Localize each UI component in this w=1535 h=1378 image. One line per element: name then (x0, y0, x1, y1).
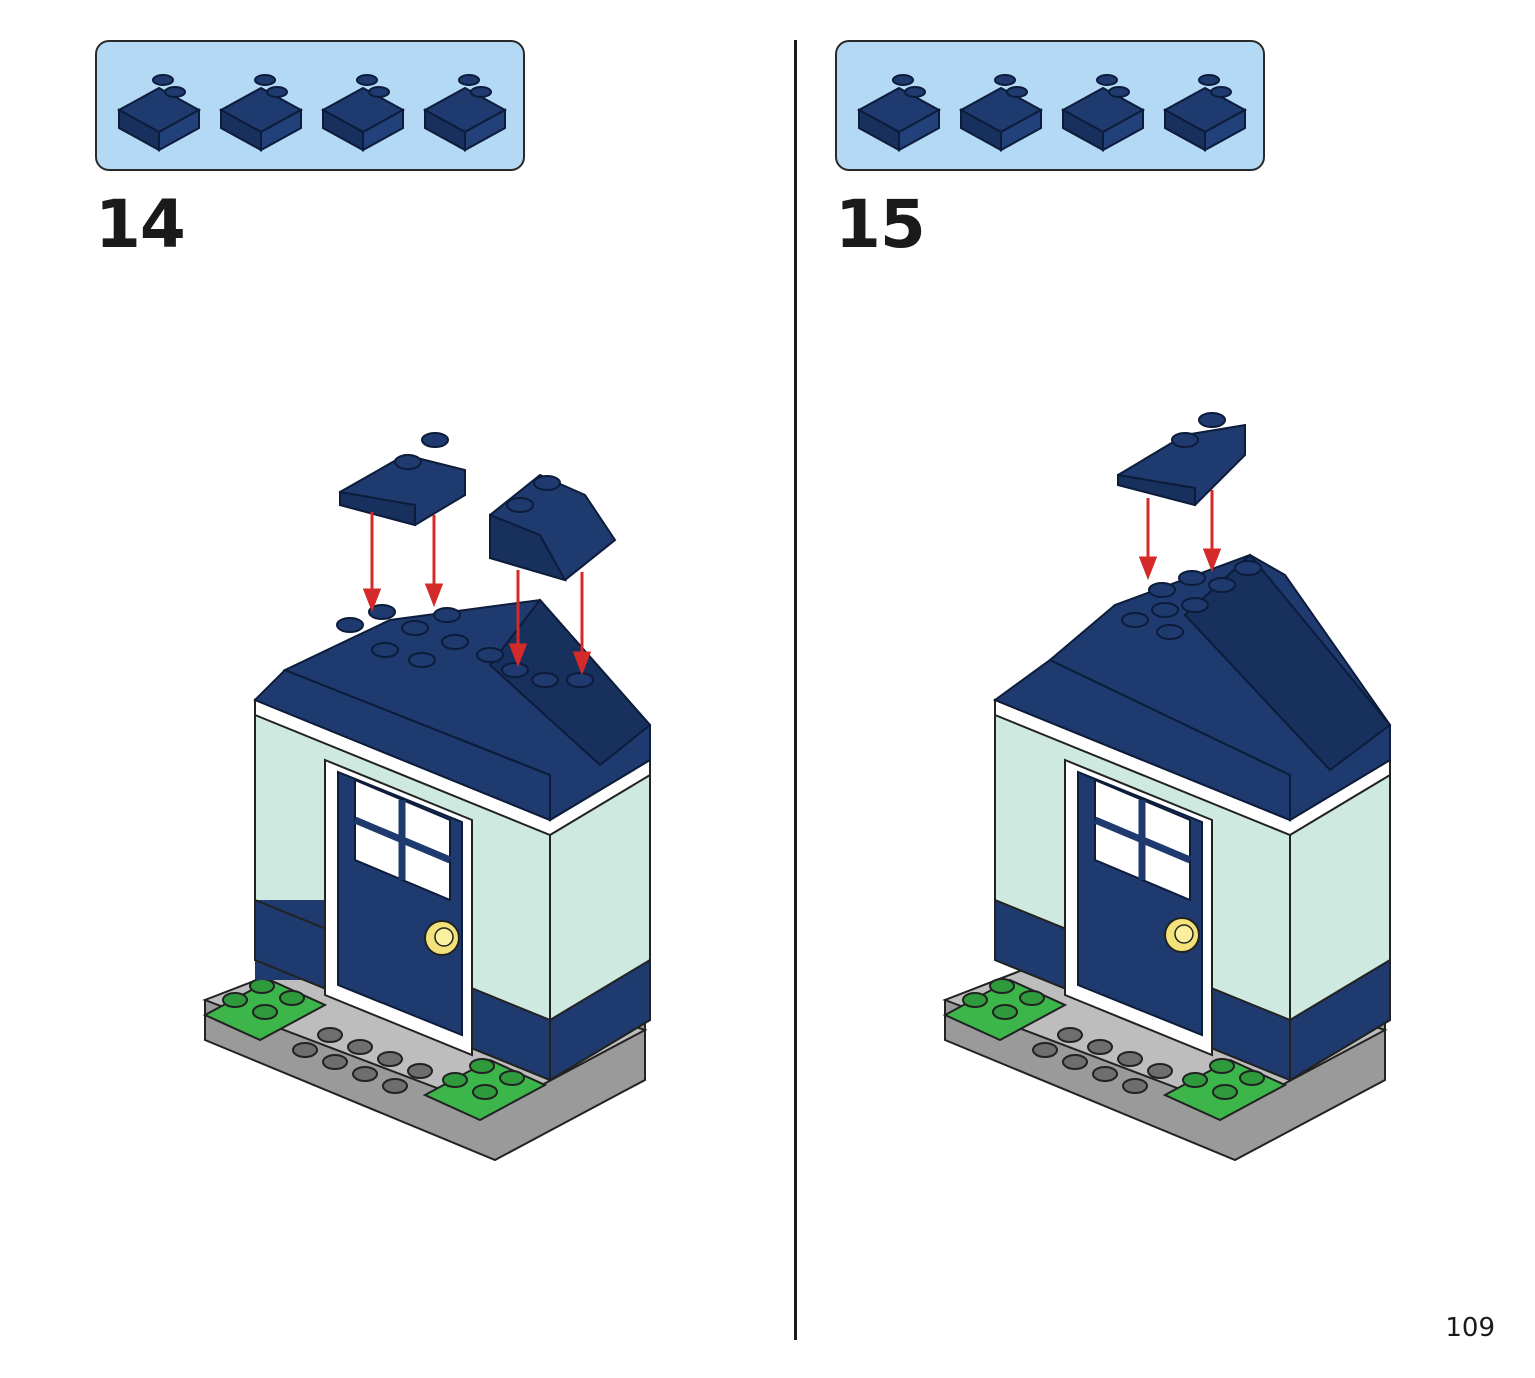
slope-brick-icon (1162, 74, 1248, 152)
slope-brick-icon (339, 432, 466, 527)
parts-list (856, 74, 1248, 152)
slope-brick-icon (856, 74, 942, 152)
slope-brick-icon (116, 74, 202, 152)
slope-brick-icon (320, 74, 406, 152)
placement-arrows (1138, 490, 1222, 581)
step-number-15: 15 (835, 186, 926, 263)
parts-list (116, 74, 508, 152)
house-illustration-step-15 (942, 412, 1392, 1162)
slope-brick-icon (218, 74, 304, 152)
parts-callout-step-14 (95, 40, 525, 171)
page-number: 109 (1445, 1313, 1495, 1343)
slope-brick-icon (422, 74, 508, 152)
page-divider (794, 40, 797, 1340)
placement-arrows (362, 512, 592, 676)
house-illustration-step-14 (202, 432, 652, 1162)
slope-brick-icon (489, 473, 617, 582)
step-number-14: 14 (95, 186, 186, 263)
slope-brick-icon (958, 74, 1044, 152)
slope-brick-icon (1117, 412, 1246, 507)
parts-callout-step-15 (835, 40, 1265, 171)
slope-brick-icon (1060, 74, 1146, 152)
